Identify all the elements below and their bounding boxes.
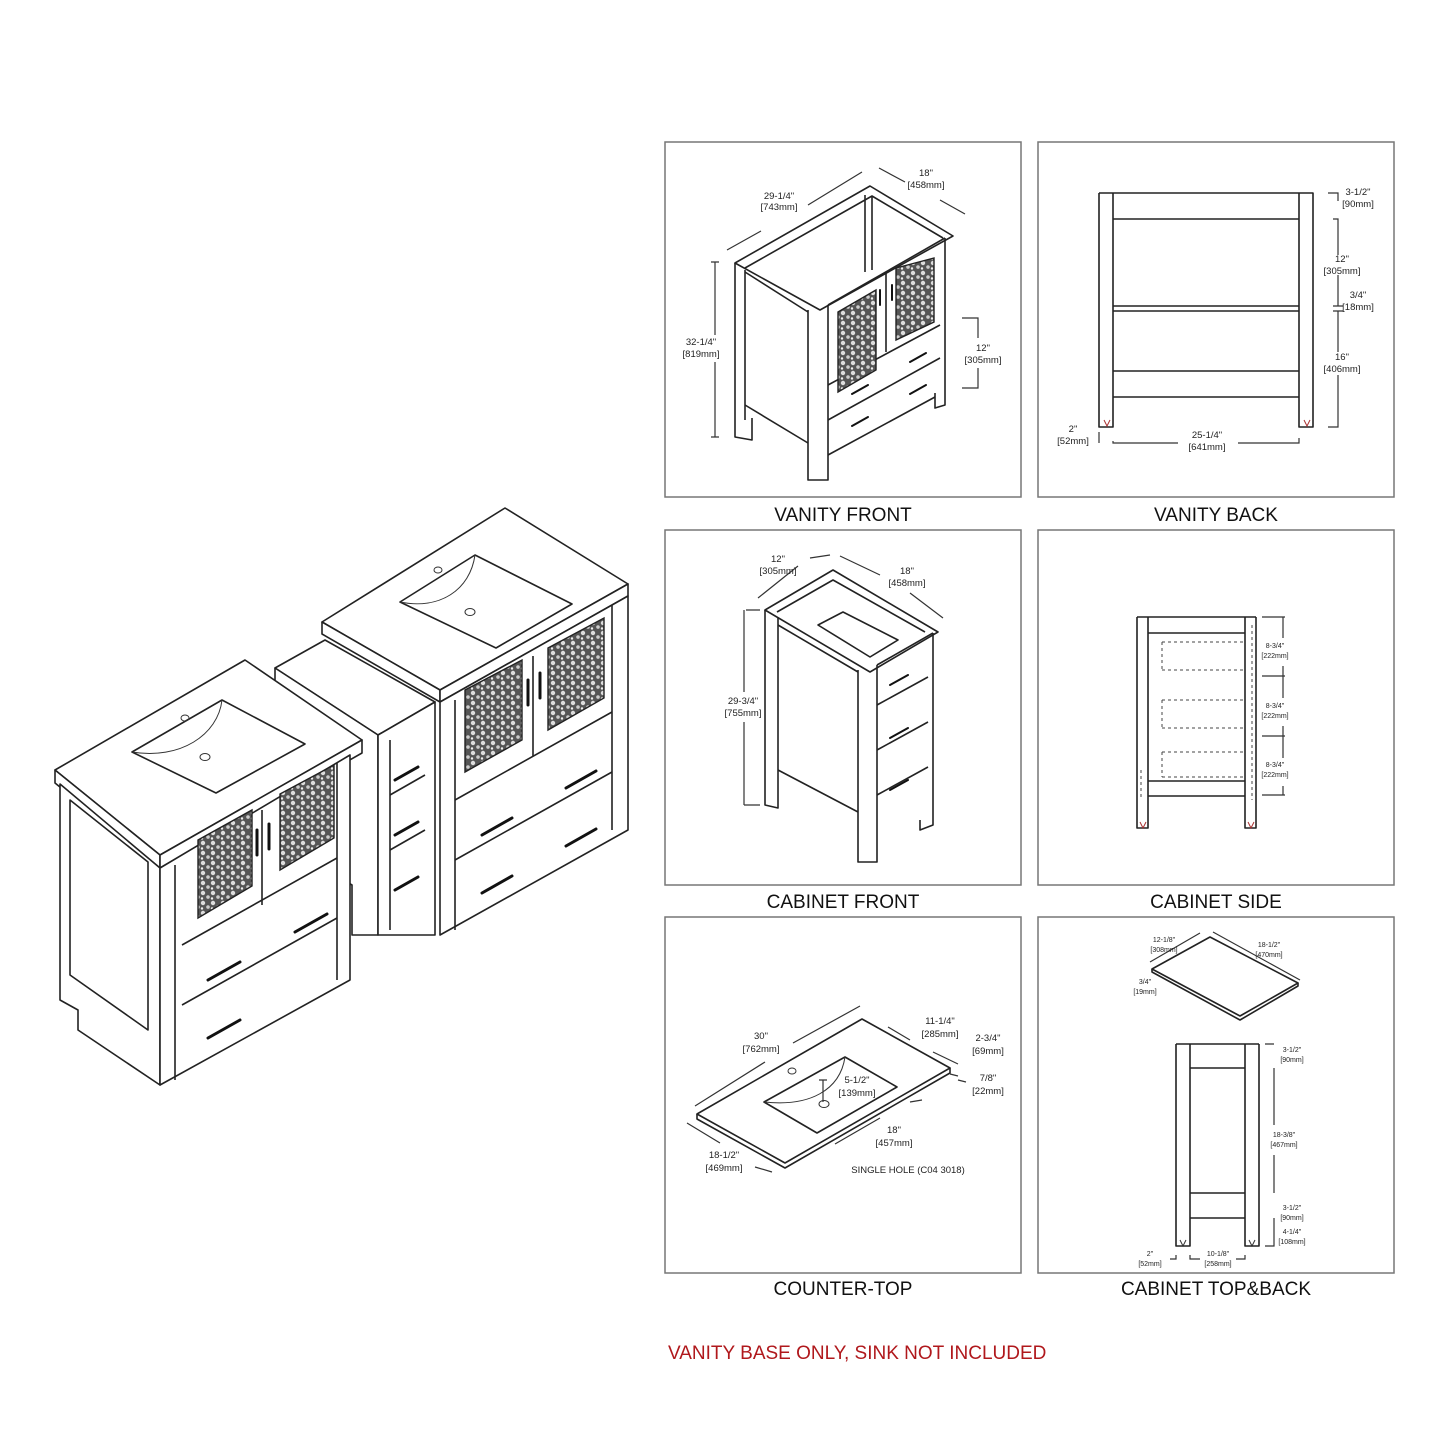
- dimension-label: 12-1/8": [1153, 937, 1176, 944]
- dimension-label: [743mm]: [761, 202, 798, 213]
- dimension-label: [90mm]: [1342, 199, 1374, 210]
- dimension-label: [108mm]: [1278, 1239, 1305, 1246]
- dimension-label: [458mm]: [889, 578, 926, 589]
- dimension-label: [285mm]: [922, 1029, 959, 1040]
- dimension-label: 18-1/2": [1258, 942, 1281, 949]
- dimension-label: [222mm]: [1261, 653, 1288, 660]
- panel-vanity-front: [664, 141, 1022, 498]
- dimension-label: [52mm]: [1138, 1261, 1161, 1268]
- dimension-label: 12": [771, 554, 785, 565]
- dimension-label: [139mm]: [839, 1088, 876, 1099]
- dimension-label: 10-1/8": [1207, 1251, 1230, 1258]
- dimension-label: 7/8": [980, 1073, 997, 1084]
- dimension-label: [18mm]: [1342, 302, 1374, 313]
- dimension-label: 32-1/4": [686, 337, 716, 348]
- dimension-label: 3-1/2": [1345, 187, 1370, 198]
- panel-cabinet-front: [664, 529, 1022, 886]
- assembled-vanity-set-illustration: [54, 507, 629, 1086]
- dimension-label: [305mm]: [965, 355, 1002, 366]
- dimension-label: [641mm]: [1189, 442, 1226, 453]
- dimension-label: [406mm]: [1324, 364, 1361, 375]
- vanity-front-drawing: [711, 167, 979, 481]
- panel-counter-top: [664, 916, 1022, 1274]
- dimension-label: 29-1/4": [764, 191, 794, 202]
- dimension-label: [762mm]: [743, 1044, 780, 1055]
- counter-top-drawing: [686, 1005, 967, 1173]
- dimension-label: [469mm]: [706, 1163, 743, 1174]
- sink-model-caption: SINGLE HOLE (C04 3018): [851, 1165, 965, 1176]
- panel-title: CABINET FRONT: [767, 892, 920, 913]
- dimension-label: [222mm]: [1261, 772, 1288, 779]
- dimension-label: 25-1/4": [1192, 430, 1222, 441]
- dimension-label: [819mm]: [683, 349, 720, 360]
- dimension-label: 18-3/8": [1273, 1132, 1296, 1139]
- dimension-label: 18": [900, 566, 914, 577]
- vanity-back-drawing: [1098, 192, 1343, 444]
- cabinet-top-back-drawing: [1149, 931, 1301, 1260]
- dimension-label: 18-1/2": [709, 1150, 739, 1161]
- panel-title: CABINET TOP&BACK: [1121, 1279, 1311, 1300]
- dimension-label: 18": [887, 1125, 901, 1136]
- panel-title: COUNTER-TOP: [774, 1279, 913, 1300]
- dimension-label: 2": [1147, 1251, 1154, 1258]
- left-vanity-illustration: [54, 659, 363, 1086]
- dimension-label: 30": [754, 1031, 768, 1042]
- dimension-label: [458mm]: [908, 180, 945, 191]
- dimension-label: 2": [1069, 424, 1078, 435]
- dimension-label: 5-1/2": [844, 1075, 869, 1086]
- dimension-label: [467mm]: [1270, 1142, 1297, 1149]
- dimension-label: [69mm]: [972, 1046, 1004, 1057]
- dimension-label: [22mm]: [972, 1086, 1004, 1097]
- cabinet-side-drawing: [1136, 616, 1285, 830]
- dimension-label: [90mm]: [1280, 1215, 1303, 1222]
- dimension-label: [755mm]: [725, 708, 762, 719]
- dimension-label: [308mm]: [1150, 947, 1177, 954]
- dimension-label: 8-3/4": [1266, 762, 1285, 769]
- panel-vanity-back: [1037, 141, 1395, 498]
- dimension-label: [305mm]: [1324, 266, 1361, 277]
- panel-title: CABINET SIDE: [1150, 892, 1282, 913]
- dimension-label: 2-3/4": [975, 1033, 1000, 1044]
- dimension-label: 16": [1335, 352, 1349, 363]
- dimension-label: 11-1/4": [925, 1016, 955, 1027]
- dimension-label: 3/4": [1350, 290, 1367, 301]
- dimension-label: 8-3/4": [1266, 643, 1285, 650]
- cabinet-front-drawing: [743, 554, 944, 863]
- panel-title: VANITY BACK: [1154, 505, 1278, 526]
- dimension-label: 4-1/4": [1283, 1229, 1302, 1236]
- dimension-label: 12": [976, 343, 990, 354]
- panel-cabinet-side: [1037, 529, 1395, 886]
- dimension-label: 3/4": [1139, 979, 1152, 986]
- dimension-label: 12": [1335, 254, 1349, 265]
- dimension-label: [457mm]: [876, 1138, 913, 1149]
- dimension-label: [52mm]: [1057, 436, 1089, 447]
- dimension-label: 29-3/4": [728, 696, 758, 707]
- dimension-label: 8-3/4": [1266, 703, 1285, 710]
- dimension-label: [258mm]: [1204, 1261, 1231, 1268]
- dimension-label: 18": [919, 168, 933, 179]
- dimension-label: [222mm]: [1261, 713, 1288, 720]
- sink-not-included-note: VANITY BASE ONLY, SINK NOT INCLUDED: [668, 1343, 1046, 1364]
- panel-title: VANITY FRONT: [774, 505, 912, 526]
- dimension-label: [305mm]: [760, 566, 797, 577]
- panel-cabinet-top-back: [1037, 916, 1395, 1274]
- dimension-label: [90mm]: [1280, 1057, 1303, 1064]
- dimension-label: 3-1/2": [1283, 1047, 1302, 1054]
- right-vanity-illustration: [321, 507, 629, 936]
- dimension-label: 3-1/2": [1283, 1205, 1302, 1212]
- dimension-label: [19mm]: [1133, 989, 1156, 996]
- dimension-label: [470mm]: [1255, 952, 1282, 959]
